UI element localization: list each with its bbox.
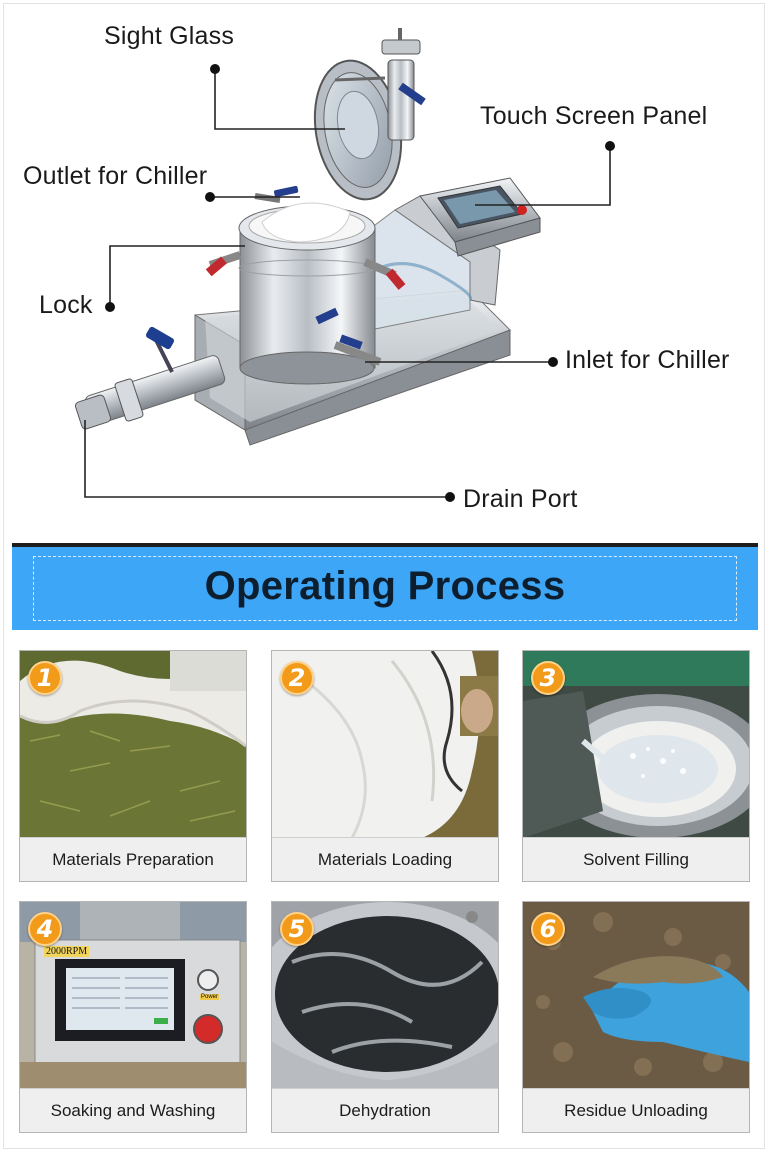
step-6-label: Residue Unloading xyxy=(523,1088,749,1132)
step-2-photo: 2 xyxy=(272,651,498,838)
step-1-label: Materials Preparation xyxy=(20,837,246,881)
section-banner: Operating Process xyxy=(12,543,758,630)
step-number-badge: 6 xyxy=(531,912,565,946)
step-card-1: 1 Materials Preparation xyxy=(19,650,247,882)
power-button-label: Power xyxy=(200,994,220,1000)
callout-inlet-for-chiller: Inlet for Chiller xyxy=(565,346,730,374)
step-card-4: 2000RPM Power 4 Soaking and Washing xyxy=(19,901,247,1133)
panel-speed-label: 2000RPM xyxy=(44,946,90,957)
callout-drain-port: Drain Port xyxy=(463,485,578,513)
step-number-badge: 5 xyxy=(280,912,314,946)
banner-title: Operating Process xyxy=(204,564,566,608)
page-frame xyxy=(3,3,765,1149)
step-2-label: Materials Loading xyxy=(272,837,498,881)
step-5-photo: 5 xyxy=(272,902,498,1089)
centrifuge-illustration xyxy=(74,28,615,502)
step-number-badge: 4 xyxy=(28,912,62,946)
callout-lock: Lock xyxy=(39,291,93,319)
step-6-photo: 6 xyxy=(523,902,749,1089)
step-card-3: 3 Solvent Filling xyxy=(522,650,750,882)
step-3-label: Solvent Filling xyxy=(523,837,749,881)
step-card-6: 6 Residue Unloading xyxy=(522,901,750,1133)
step-5-label: Dehydration xyxy=(272,1088,498,1132)
step-4-label: Soaking and Washing xyxy=(20,1088,246,1132)
step-number-badge: 3 xyxy=(531,661,565,695)
step-1-photo: 1 xyxy=(20,651,246,838)
step-number-badge: 1 xyxy=(28,661,62,695)
banner-dashed-border xyxy=(33,556,737,621)
callout-touch-screen-panel: Touch Screen Panel xyxy=(480,102,708,130)
step-4-photo: 2000RPM Power 4 xyxy=(20,902,246,1089)
machine-diagram: Sight Glass Touch Screen Panel Outlet fo… xyxy=(0,0,770,530)
callout-outlet-for-chiller: Outlet for Chiller xyxy=(23,162,208,190)
step-3-photo: 3 xyxy=(523,651,749,838)
step-card-2: 2 Materials Loading xyxy=(271,650,499,882)
step-card-5: 5 Dehydration xyxy=(271,901,499,1133)
callout-sight-glass: Sight Glass xyxy=(104,22,235,50)
step-number-badge: 2 xyxy=(280,661,314,695)
